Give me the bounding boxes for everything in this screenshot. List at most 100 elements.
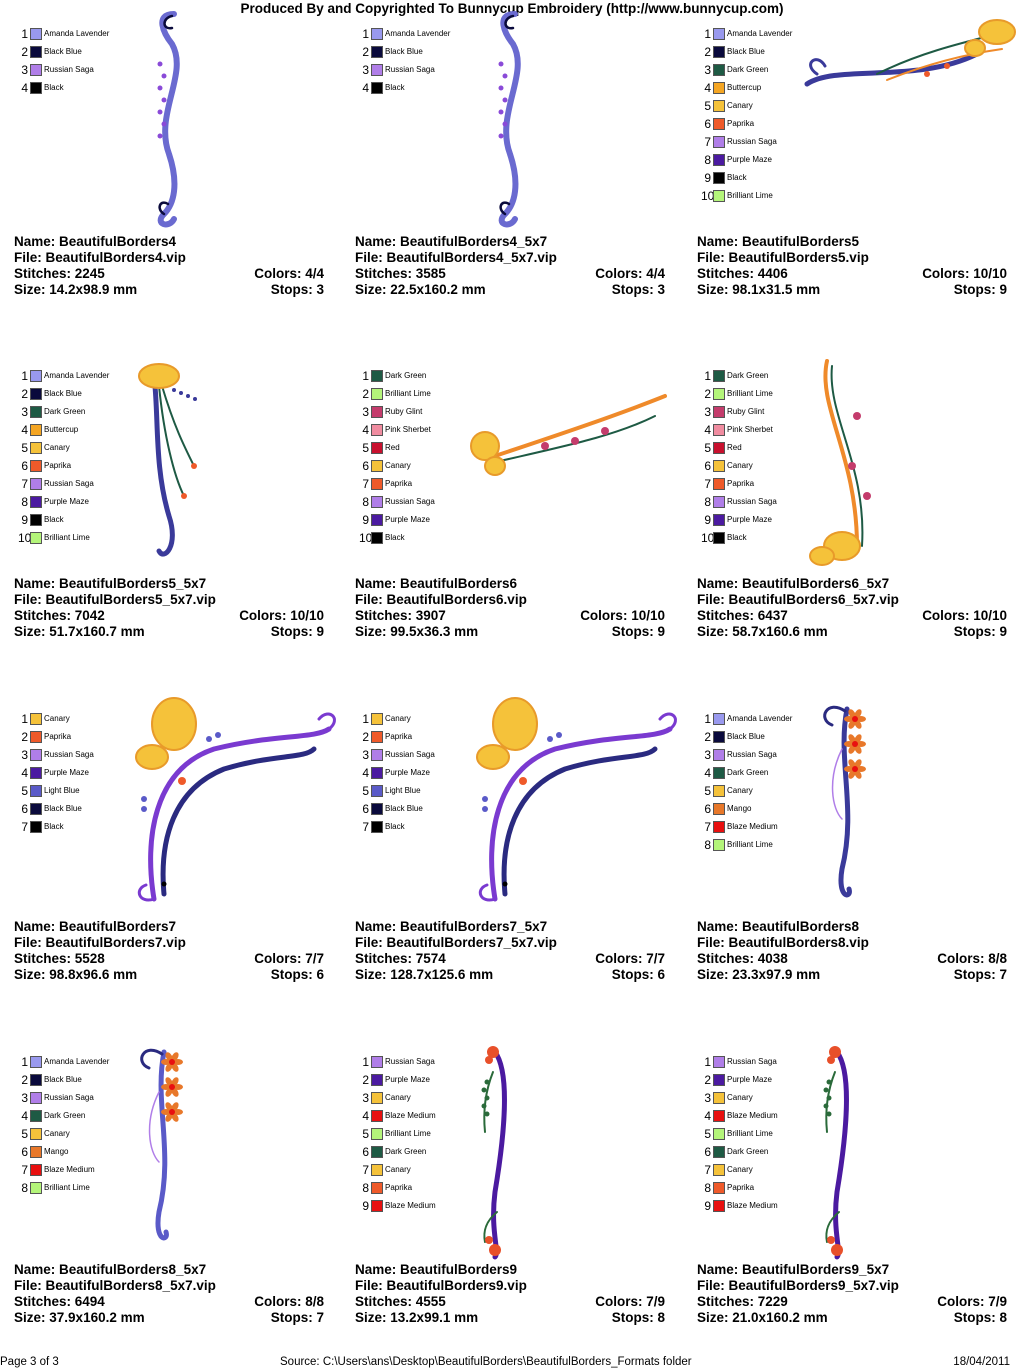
stitches-label: Stitches: [697, 1294, 755, 1309]
stitches-label: Stitches: [355, 1294, 413, 1309]
colors-summary: Colors: 10/10 [580, 608, 665, 624]
thread-swatch [30, 1056, 42, 1068]
thread-swatch [713, 190, 725, 202]
thread-swatch [371, 1164, 383, 1176]
thread-name: Amanda Lavender [44, 1057, 110, 1066]
thread-name: Canary [727, 1093, 753, 1102]
colors-count: 7/9 [646, 1294, 665, 1309]
thread-number: 3 [362, 1091, 369, 1105]
thread-swatch [713, 767, 725, 779]
file-label: File: [355, 1278, 383, 1293]
file-row: File: BeautifulBorders9.vip [355, 1278, 665, 1294]
thread-name: Russian Saga [44, 750, 94, 759]
stitches-label: Stitches: [355, 951, 413, 966]
colors-label: Colors: [254, 951, 302, 966]
thread-number: 5 [362, 1127, 369, 1141]
thread-number: 3 [21, 63, 28, 77]
colors-summary: Colors: 7/7 [595, 951, 665, 967]
file-label: File: [14, 592, 42, 607]
size-label: Size: [355, 967, 387, 982]
embroidery-design-preview [823, 1046, 849, 1260]
file-name: BeautifulBorders9.vip [386, 1278, 527, 1293]
thread-name: Brilliant Lime [385, 1129, 431, 1138]
thread-number: 8 [704, 838, 711, 852]
thread-number: 5 [704, 1127, 711, 1141]
thread-name: Canary [44, 714, 70, 723]
embroidery-design-preview [823, 705, 866, 898]
thread-swatch [30, 406, 42, 418]
file-label: File: [14, 935, 42, 950]
file-name: BeautifulBorders6_5x7.vip [728, 592, 899, 607]
thread-name: Brilliant Lime [385, 389, 431, 398]
thread-number: 3 [21, 405, 28, 419]
thread-name: Dark Green [727, 1147, 769, 1156]
thread-swatch [713, 839, 725, 851]
thread-name: Canary [385, 461, 411, 470]
thread-swatch [713, 496, 725, 508]
embroidery-design-preview [157, 11, 180, 228]
name-row: Name: BeautifulBorders4_5x7 [355, 234, 665, 250]
thread-swatch [371, 731, 383, 743]
colors-label: Colors: [595, 266, 643, 281]
thread-number: 3 [704, 1091, 711, 1105]
thread-swatch [713, 442, 725, 454]
file-row: File: BeautifulBorders9_5x7.vip [697, 1278, 1007, 1294]
thread-name: Amanda Lavender [44, 29, 110, 38]
thread-name: Russian Saga [385, 65, 435, 74]
design-size: 13.2x99.1 mm [390, 1310, 479, 1325]
thread-swatch [371, 460, 383, 472]
thread-number: 4 [362, 81, 369, 95]
thread-swatch [30, 442, 42, 454]
thread-swatch [371, 1128, 383, 1140]
thread-swatch [371, 64, 383, 76]
thread-name: Paprika [727, 1183, 755, 1192]
thread-swatch [30, 1182, 42, 1194]
thread-number: 8 [704, 495, 711, 509]
design-size: 23.3x97.9 mm [732, 967, 821, 982]
thread-swatch [713, 1164, 725, 1176]
stops-summary: Stops: 9 [954, 624, 1007, 640]
thread-swatch [371, 532, 383, 544]
thread-swatch [30, 496, 42, 508]
thread-number: 1 [704, 712, 711, 726]
thread-number: 3 [704, 63, 711, 77]
colors-label: Colors: [595, 1294, 643, 1309]
file-name: BeautifulBorders5.vip [728, 250, 869, 265]
thread-swatch [30, 82, 42, 94]
file-row: File: BeautifulBorders7.vip [14, 935, 324, 951]
stops-summary: Stops: 9 [271, 624, 324, 640]
thread-name: Red [385, 443, 400, 452]
thread-name: Paprika [44, 461, 72, 470]
thread-name: Dark Green [44, 407, 86, 416]
thread-swatch [371, 713, 383, 725]
thread-swatch [30, 46, 42, 58]
colors-summary: Colors: 8/8 [937, 951, 1007, 967]
thread-swatch [371, 406, 383, 418]
design-name: BeautifulBorders6_5x7 [742, 576, 890, 591]
thread-swatch [371, 1146, 383, 1158]
colors-summary: Colors: 10/10 [239, 608, 324, 624]
design-size: 99.5x36.3 mm [390, 624, 479, 639]
thread-number: 7 [21, 477, 28, 491]
stitches-label: Stitches: [14, 266, 72, 281]
thread-swatch [713, 28, 725, 40]
thread-name: Brilliant Lime [727, 840, 773, 849]
name-label: Name: [697, 919, 739, 934]
stops-label: Stops: [611, 967, 654, 982]
thread-swatch [713, 406, 725, 418]
thread-number: 2 [362, 387, 369, 401]
thread-number: 1 [362, 369, 369, 383]
thread-number: 6 [704, 459, 711, 473]
thread-name: Russian Saga [385, 750, 435, 759]
thread-name: Purple Maze [44, 497, 89, 506]
thread-name: Purple Maze [727, 1075, 772, 1084]
embroidery-design-preview [481, 1046, 507, 1260]
thread-number: 9 [704, 513, 711, 527]
